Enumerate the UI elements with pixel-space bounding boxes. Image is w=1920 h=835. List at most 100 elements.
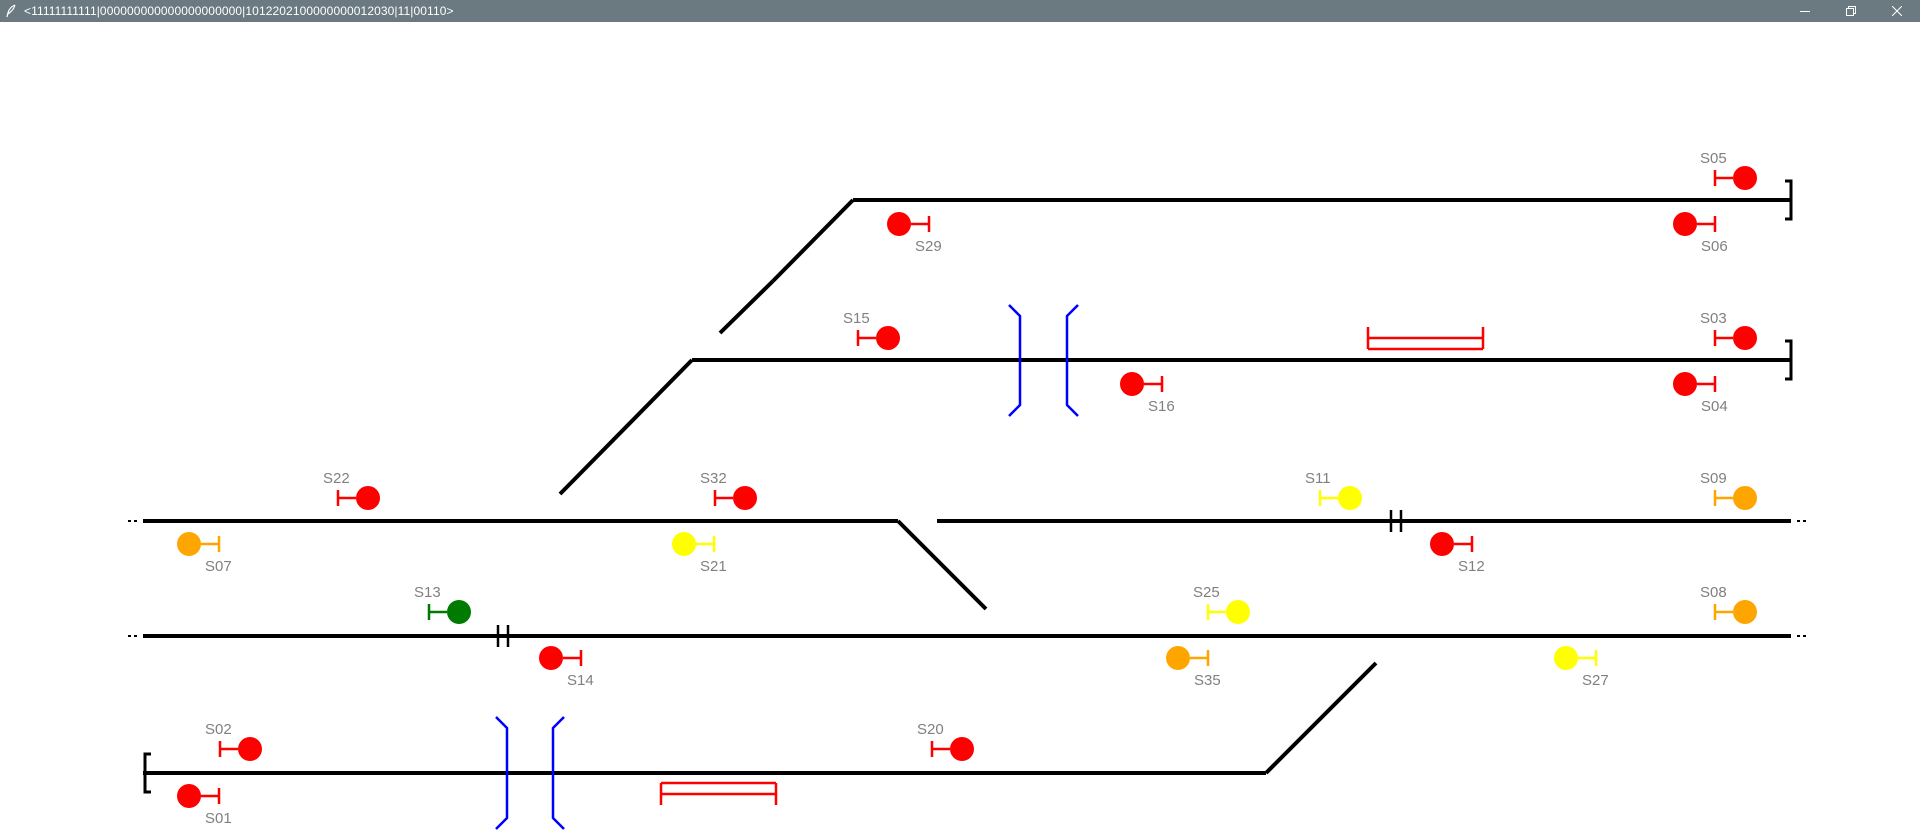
minimize-button[interactable]: [1782, 0, 1828, 22]
signal-s32[interactable]: S32: [700, 470, 757, 510]
signal-lamp[interactable]: [1733, 166, 1757, 190]
signal-lamp[interactable]: [1226, 600, 1250, 624]
track-end-dot: [1803, 635, 1806, 637]
signal-lamp[interactable]: [1120, 372, 1144, 396]
close-icon: [1892, 6, 1902, 16]
bridge-bracket: [495, 716, 509, 830]
signal-label: S11: [1305, 470, 1331, 487]
window-title: <11111111111|000000000000000000000|10122…: [24, 4, 454, 18]
signal-label: S21: [700, 558, 727, 575]
signal-s01[interactable]: S01: [177, 784, 232, 827]
signal-mast: [1144, 376, 1164, 392]
track-end-dot: [134, 520, 137, 522]
minimize-icon: [1800, 11, 1810, 12]
signal-lamp[interactable]: [672, 532, 696, 556]
signal-lamp[interactable]: [1166, 646, 1190, 670]
signal-lamp[interactable]: [1673, 372, 1697, 396]
signal-lamp[interactable]: [1554, 646, 1578, 670]
signal-label: S13: [414, 584, 441, 601]
track-end-dot: [128, 635, 131, 637]
signal-s25[interactable]: S25: [1193, 584, 1250, 624]
signal-s21[interactable]: S21: [672, 532, 727, 575]
signal-lamp[interactable]: [950, 737, 974, 761]
signal-lamp[interactable]: [1673, 212, 1697, 236]
signal-lamp[interactable]: [238, 737, 262, 761]
buffer-stops: [143, 179, 1793, 794]
track-end-dot: [1803, 520, 1806, 522]
signal-s35[interactable]: S35: [1166, 646, 1221, 689]
signal-lamp[interactable]: [1733, 486, 1757, 510]
feather-icon: [0, 0, 22, 22]
signal-mast: [218, 741, 238, 757]
signal-label: S22: [323, 470, 350, 487]
signal-mast: [1713, 170, 1733, 186]
platform: [659, 781, 778, 805]
signal-s13[interactable]: S13: [414, 584, 471, 624]
bridges: [495, 304, 1079, 830]
bridge-bracket: [1065, 304, 1079, 417]
signal-s05[interactable]: S05: [1700, 150, 1757, 190]
signal-label: S16: [1148, 398, 1175, 415]
signal-label: S08: [1700, 584, 1727, 601]
signal-s29[interactable]: S29: [887, 212, 942, 255]
signal-label: S01: [205, 810, 232, 827]
track-ends: [128, 520, 1806, 637]
signal-lamp[interactable]: [733, 486, 757, 510]
switch-diagonal: [771, 198, 855, 283]
signal-lamp[interactable]: [876, 326, 900, 350]
signal-lamp[interactable]: [356, 486, 380, 510]
signal-s02[interactable]: S02: [205, 721, 262, 761]
signal-lamp[interactable]: [1733, 326, 1757, 350]
signal-lamp[interactable]: [1430, 532, 1454, 556]
signal-mast: [1697, 216, 1717, 232]
signal-mast: [201, 536, 221, 552]
buffer-stop: [1785, 179, 1793, 221]
signal-s09[interactable]: S09: [1700, 470, 1757, 510]
close-button[interactable]: [1874, 0, 1920, 22]
signal-lamp[interactable]: [447, 600, 471, 624]
signal-s16[interactable]: S16: [1120, 372, 1175, 415]
signal-s15[interactable]: S15: [843, 310, 900, 350]
signal-lamp[interactable]: [177, 532, 201, 556]
switch-diagonal: [896, 519, 988, 611]
signal-label: S12: [1458, 558, 1485, 575]
signal-s12[interactable]: S12: [1430, 532, 1485, 575]
signal-label: S32: [700, 470, 727, 487]
signal-mast: [1697, 376, 1717, 392]
window-controls: [1782, 0, 1920, 22]
signal-label: S07: [205, 558, 232, 575]
signal-s08[interactable]: S08: [1700, 584, 1757, 624]
bridge-bracket: [551, 716, 565, 830]
signal-mast: [1713, 490, 1733, 506]
switch-diagonal: [718, 279, 775, 335]
bridge-bracket: [1008, 304, 1022, 417]
signal-s20[interactable]: S20: [917, 721, 974, 761]
signal-mast: [1713, 330, 1733, 346]
signal-mast: [427, 604, 447, 620]
signal-lamp[interactable]: [539, 646, 563, 670]
signal-lamp[interactable]: [177, 784, 201, 808]
signal-mast: [1578, 650, 1598, 666]
restore-icon: [1846, 6, 1856, 16]
signal-lamp[interactable]: [887, 212, 911, 236]
signal-lamp[interactable]: [1338, 486, 1362, 510]
signal-label: S06: [1701, 238, 1728, 255]
signal-label: S09: [1700, 470, 1727, 487]
signal-s06[interactable]: S06: [1673, 212, 1728, 255]
signal-s22[interactable]: S22: [323, 470, 380, 510]
signal-label: S03: [1700, 310, 1727, 327]
buffer-stop: [143, 752, 151, 794]
signal-s27[interactable]: S27: [1554, 646, 1609, 689]
signal-s07[interactable]: S07: [177, 532, 232, 575]
signal-lamp[interactable]: [1733, 600, 1757, 624]
signal-s03[interactable]: S03: [1700, 310, 1757, 350]
signal-mast: [713, 490, 733, 506]
signal-s04[interactable]: S04: [1673, 372, 1728, 415]
signal-mast: [1318, 490, 1338, 506]
signal-s14[interactable]: S14: [539, 646, 594, 689]
restore-button[interactable]: [1828, 0, 1874, 22]
signal-s11[interactable]: S11: [1305, 470, 1362, 510]
signal-mast: [1454, 536, 1474, 552]
signal-mast: [856, 330, 876, 346]
